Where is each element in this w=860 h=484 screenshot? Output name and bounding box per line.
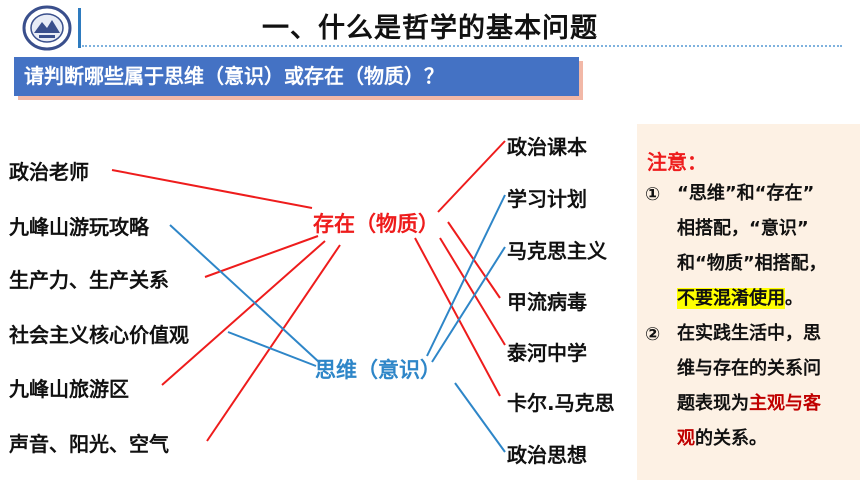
question-banner: 请判断哪些属于思维（意识）或存在（物质）？ bbox=[14, 57, 579, 96]
header-divider bbox=[78, 8, 81, 48]
line-existence-marx bbox=[414, 237, 501, 397]
note-point-2-line-4b: 的关系。 bbox=[695, 428, 767, 449]
right-item-textbook: 政治课本 bbox=[507, 135, 587, 159]
line-existence-textbook bbox=[437, 140, 506, 213]
note-point-1-line-2: 相搭配，“意识” bbox=[677, 218, 809, 239]
note-number-1: ① bbox=[645, 184, 661, 205]
thinking-connectors bbox=[169, 194, 506, 453]
center-existence-label: 存在（物质） bbox=[313, 212, 439, 236]
note-number-2: ② bbox=[645, 324, 661, 345]
right-item-karl-marx: 卡尔.马克思 bbox=[507, 391, 615, 415]
line-thinking-travel-guide bbox=[169, 224, 321, 364]
right-item-marxism: 马克思主义 bbox=[507, 239, 607, 263]
line-thinking-study-plan bbox=[426, 194, 506, 357]
existence-connectors bbox=[111, 140, 506, 442]
school-logo bbox=[22, 5, 72, 51]
line-existence-scenic-area bbox=[161, 240, 326, 386]
page-title: 一、什么是哲学的基本问题 bbox=[262, 13, 598, 44]
line-existence-school bbox=[439, 237, 506, 346]
line-thinking-marxism bbox=[431, 246, 506, 363]
right-item-school: 泰河中学 bbox=[507, 341, 587, 365]
line-thinking-core-values bbox=[227, 331, 317, 367]
note-point-2-line-3: 题表现为主观与客 bbox=[677, 389, 821, 418]
header-dotted-rule bbox=[82, 45, 842, 47]
line-existence-sound-light-air bbox=[206, 244, 341, 442]
line-existence-productivity bbox=[204, 235, 319, 278]
left-item-scenic-area: 九峰山旅游区 bbox=[9, 377, 129, 401]
left-item-travel-guide: 九峰山游玩攻略 bbox=[9, 215, 149, 239]
note-highlight: 不要混淆使用 bbox=[677, 288, 785, 309]
note-point-2-line-2: 维与存在的关系问 bbox=[677, 358, 821, 379]
right-item-flu-virus: 甲流病毒 bbox=[507, 290, 587, 314]
center-thinking-label: 思维（意识） bbox=[315, 358, 441, 382]
left-item-core-values: 社会主义核心价值观 bbox=[9, 323, 189, 347]
note-title: 注意： bbox=[647, 150, 707, 174]
note-point-1-end: 。 bbox=[785, 288, 803, 309]
note-point-1-line-3: 和“物质”相搭配， bbox=[677, 253, 827, 274]
line-thinking-political-thought bbox=[454, 382, 506, 453]
left-item-productive-forces: 生产力、生产关系 bbox=[9, 268, 169, 292]
note-point-2-line-4: 观的关系。 bbox=[677, 424, 767, 453]
note-point-1-line-4: 不要混淆使用。 bbox=[677, 284, 803, 313]
left-item-politics-teacher: 政治老师 bbox=[9, 160, 89, 184]
note-panel: 注意： ① “思维”和“存在” 相搭配，“意识” 和“物质”相搭配， 不要混淆使… bbox=[637, 124, 860, 480]
note-point-1-line-1: “思维”和“存在” bbox=[677, 183, 815, 204]
right-item-political-thought: 政治思想 bbox=[507, 443, 587, 467]
note-emphasis-objective: 观 bbox=[677, 428, 695, 449]
note-point-2-line-1: 在实践生活中，思 bbox=[677, 323, 821, 344]
right-item-study-plan: 学习计划 bbox=[507, 187, 587, 211]
note-point-2-line-3a: 题表现为 bbox=[677, 393, 749, 414]
note-emphasis-subjective-objective: 主观与客 bbox=[749, 393, 821, 414]
left-item-sound-light-air: 声音、阳光、空气 bbox=[9, 432, 169, 456]
line-existence-teacher bbox=[111, 169, 313, 209]
